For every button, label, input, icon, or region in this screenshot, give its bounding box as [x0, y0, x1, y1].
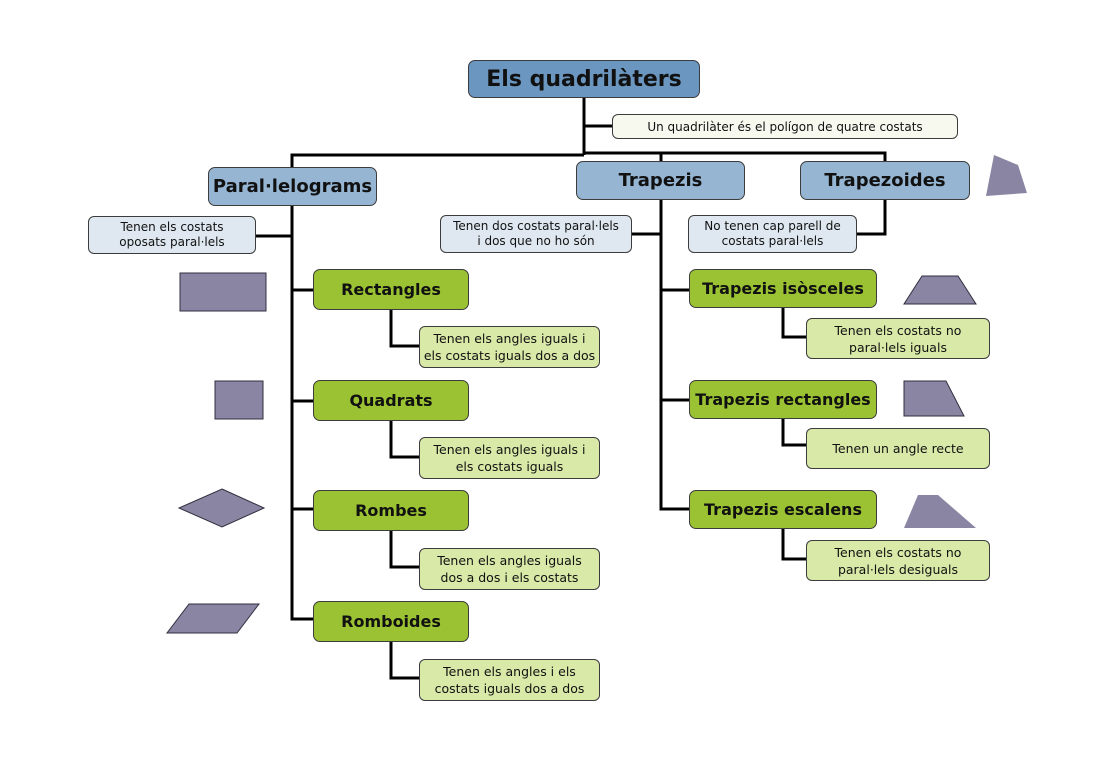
category-trapezis: Trapezis — [576, 161, 745, 200]
scalene-trapezoid-shape-icon — [904, 495, 976, 528]
subtype-label: Rombes — [355, 501, 427, 520]
subtype-quadrats: Quadrats — [313, 380, 469, 421]
subtype-rectangles: Rectangles — [313, 269, 469, 310]
subtype-note-romboides: Tenen els angles i els costats iguals do… — [419, 659, 600, 701]
subtype-trapezis-escalens: Trapezis escalens — [689, 490, 877, 529]
connector-quadrats-note — [389, 420, 419, 459]
connector-romboides-note — [389, 641, 419, 680]
subtype-note-escalens: Tenen els costats no paral·lels desigual… — [806, 540, 990, 581]
subtype-note-text: Tenen els costats no paral·lels iguals — [834, 322, 962, 355]
subtype-note-text: Tenen els angles iguals dos a dos i els … — [437, 553, 582, 585]
connector-isosceles-note — [781, 307, 806, 339]
subtype-note-isosceles: Tenen els costats no paral·lels iguals — [806, 318, 990, 359]
connector-rombes-note — [389, 530, 419, 569]
category-label: Trapezis — [618, 170, 703, 191]
definition-text: Un quadrilàter és el polígon de quatre c… — [647, 119, 923, 134]
connector-escalens-note — [781, 528, 806, 561]
connector-rect-trap-note — [781, 419, 806, 447]
rhombus-shape-icon — [177, 488, 266, 528]
category-note-trapezoides: No tenen cap parell de costats paral·lel… — [688, 215, 857, 253]
subtype-note-text: Tenen un angle recte — [832, 441, 964, 456]
subtype-label: Rectangles — [341, 280, 441, 299]
subtype-label: Trapezis rectangles — [695, 390, 871, 409]
category-paralelograms: Paral·lelograms — [208, 167, 377, 206]
subtype-note-text: Tenen els costats no paral·lels desigual… — [834, 544, 962, 577]
subtype-label: Romboides — [341, 612, 441, 631]
definition-note: Un quadrilàter és el polígon de quatre c… — [612, 114, 958, 139]
right-trapezoid-shape-icon — [903, 380, 965, 417]
rhomboid-shape-icon — [165, 603, 261, 634]
category-note-paralelograms: Tenen els costats oposats paral·lels — [88, 216, 256, 254]
category-note-text: No tenen cap parell de costats paral·lel… — [704, 219, 841, 248]
subtype-note-quadrats: Tenen els angles iguals i els costats ig… — [419, 437, 600, 479]
subtype-note-text: Tenen els angles iguals i els costats ig… — [433, 442, 586, 474]
category-label: Trapezoides — [824, 170, 946, 191]
subtype-trapezis-rectangles: Trapezis rectangles — [689, 380, 877, 419]
subtype-rombes: Rombes — [313, 490, 469, 531]
connector-trapezis-trunk — [659, 199, 689, 511]
irregular-quadrilateral-shape-icon — [986, 155, 1027, 196]
subtype-note-text: Tenen els angles iguals i els costats ig… — [423, 331, 596, 363]
root-title-text: Els quadrilàters — [486, 66, 682, 92]
category-label: Paral·lelograms — [212, 176, 373, 197]
subtype-label: Trapezis isòsceles — [702, 279, 864, 298]
subtype-romboides: Romboides — [313, 601, 469, 642]
subtype-note-rectangles: Tenen els angles iguals i els costats ig… — [419, 326, 600, 368]
category-note-text: Tenen dos costats paral·lels i dos que n… — [453, 219, 619, 248]
connector-to-trapezis-trapezoides — [584, 151, 887, 162]
category-trapezoides: Trapezoides — [800, 161, 970, 200]
category-note-trapezis: Tenen dos costats paral·lels i dos que n… — [440, 215, 632, 253]
connector-rectangles-note — [389, 309, 419, 348]
subtype-label: Trapezis escalens — [704, 500, 862, 519]
subtype-note-rectangles-trap: Tenen un angle recte — [806, 428, 990, 469]
rectangle-shape-icon — [179, 272, 267, 312]
subtype-note-rombes: Tenen els angles iguals dos a dos i els … — [419, 548, 600, 590]
category-note-text: Tenen els costats oposats paral·lels — [119, 220, 225, 249]
subtype-label: Quadrats — [349, 391, 433, 410]
root-node-title: Els quadrilàters — [468, 60, 700, 98]
subtype-trapezis-isosceles: Trapezis isòsceles — [689, 269, 877, 308]
connector-to-paralelograms — [290, 153, 584, 168]
isosceles-trapezoid-shape-icon — [903, 275, 977, 305]
square-shape-icon — [214, 380, 264, 420]
connector-paralelograms-trunk — [290, 205, 313, 621]
connector-trapezoides-note — [857, 199, 887, 236]
subtype-note-text: Tenen els angles i els costats iguals do… — [434, 664, 585, 696]
